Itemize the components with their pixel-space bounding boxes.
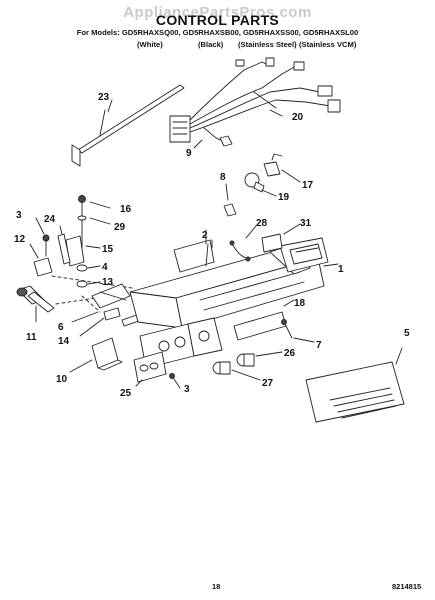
color-stainless-steel: (Stainless Steel) [238,40,297,49]
color-black: (Black) [198,40,224,49]
callout-5: 5 [404,328,410,339]
part-19-bulb [244,172,277,197]
callout-7: 7 [316,340,322,351]
part-25-button-panel [133,351,167,387]
callout-6: 6 [58,322,64,333]
callout-24: 24 [44,214,56,225]
part-5-grille [305,347,405,423]
callout-9: 9 [186,148,192,159]
callout-8: 8 [220,172,226,183]
watermark-text: AppliancePartsPros.com [123,4,312,21]
callout-17: 17 [302,180,314,191]
callout-23: 23 [98,92,110,103]
callout-4: 4 [102,262,108,273]
part-12-clamp [29,243,53,277]
part-27-knob [212,361,261,381]
callout-29: 29 [114,222,126,233]
callout-12: 12 [14,234,26,245]
part-15-bracket [65,235,101,267]
part-20-wire-harness [169,57,341,147]
part-28-sensor [229,225,257,262]
callout-28: 28 [256,218,268,229]
document-number: 8214815 [392,582,422,591]
callout-25: 25 [120,388,132,399]
part-2-panel [173,229,215,273]
callout-20: 20 [292,112,304,123]
callout-10: 10 [56,374,68,385]
part-23-rod [71,84,185,167]
part-10-cover [69,337,123,373]
callout-1: 1 [338,264,344,275]
part-24-clip [57,225,71,265]
callout-2: 2 [202,230,208,241]
callout-15: 15 [102,244,114,255]
callout-26: 26 [284,348,296,359]
callout-31: 31 [300,218,312,229]
part-4-nut [76,264,101,272]
part-8-grommet [223,183,237,217]
callout-leaders [107,99,339,267]
part-1-control-housing [129,237,329,329]
part-14-clip [79,307,121,337]
color-white: (White) [137,40,163,49]
callout-3-bottom: 3 [184,384,190,395]
part-26-knob [236,351,283,367]
part-3-screw-top [35,217,50,257]
part-6-bracket [71,283,131,323]
callout-3-top: 3 [16,210,22,221]
part-17-socket [263,153,301,183]
part-31-label [261,223,301,253]
page-title: CONTROL PARTS [155,12,280,28]
callout-16: 16 [120,204,132,215]
models-line: For Models: GD5RHAXSQ00, GD5RHAXSB00, GD… [76,28,359,37]
callout-19: 19 [278,192,290,203]
callout-18: 18 [294,298,306,309]
callout-27: 27 [262,378,274,389]
part-7-screw [281,319,315,343]
part-29-washer [77,215,111,225]
color-stainless-vcm: (Stainless VCM) [299,40,357,49]
callout-14: 14 [58,336,70,347]
callout-13: 13 [102,277,114,288]
part-3-screw-bottom [169,373,181,389]
part-11-switch [16,285,55,323]
part-13-washer [76,280,101,288]
page-number: 18 [212,582,221,591]
callout-11: 11 [26,332,37,343]
